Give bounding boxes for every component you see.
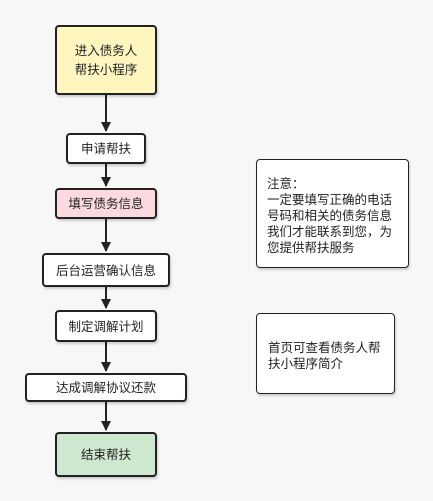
step-confirm-label: 后台运营确认信息 (55, 262, 156, 278)
step-fill-info: 填写债务信息 (55, 188, 157, 219)
step-end-label: 结束帮扶 (80, 447, 131, 462)
step-plan: 制定调解计划 (55, 310, 157, 342)
step-start-label: 进入债务人 帮扶小程序 (74, 43, 138, 77)
step-fill-info-label: 填写债务信息 (68, 196, 144, 211)
step-plan-label: 制定调解计划 (68, 318, 144, 334)
step-end: 结束帮扶 (55, 432, 157, 477)
step-start: 进入债务人 帮扶小程序 (55, 25, 157, 95)
note-notice: 注意： 一定要填写正确的电话 号码和相关的债务信息 我们才能联系到您，为 您提供… (256, 159, 409, 268)
note-notice-text: 注意： 一定要填写正确的电话 号码和相关的债务信息 我们才能联系到您，为 您提供… (267, 176, 393, 255)
step-apply-label: 申请帮扶 (80, 141, 131, 156)
note-home-text: 首页可查看债务人帮 扶小程序简介 (268, 340, 381, 371)
note-home: 首页可查看债务人帮 扶小程序简介 (256, 313, 395, 394)
step-agree-label: 达成调解协议还款 (55, 380, 156, 395)
step-apply: 申请帮扶 (66, 133, 146, 164)
step-confirm: 后台运营确认信息 (42, 253, 170, 287)
step-agree: 达成调解协议还款 (25, 373, 187, 402)
